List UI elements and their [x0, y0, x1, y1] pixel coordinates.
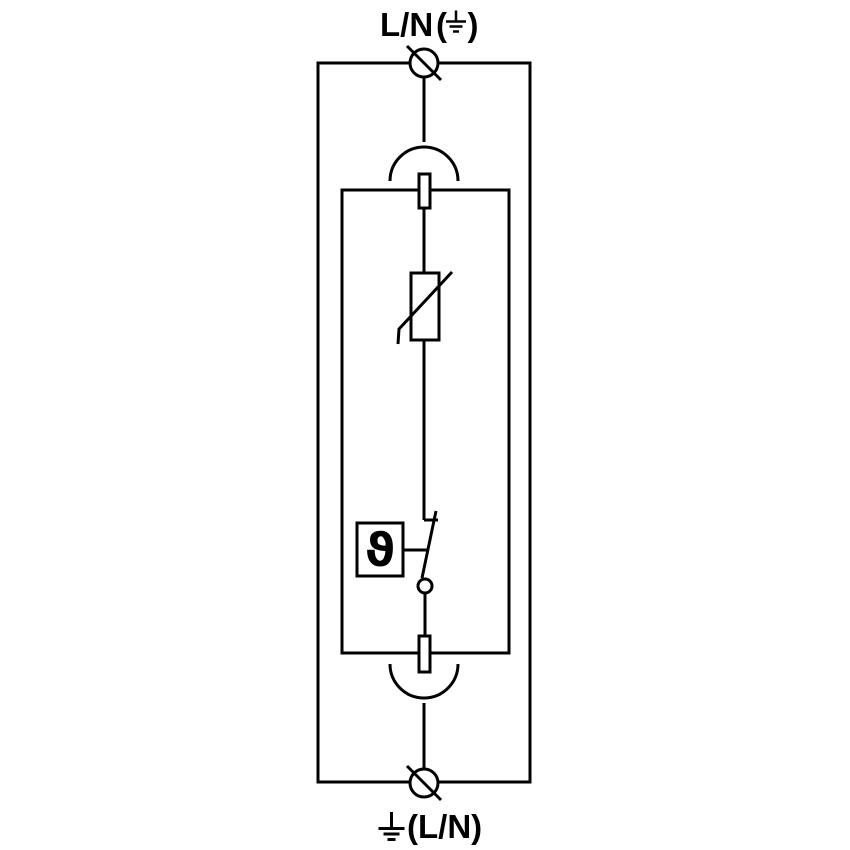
plug-contact-arc-bottom-icon: [388, 663, 460, 700]
top-label-text: L/N: [380, 6, 433, 43]
top-label: L/N ( ): [380, 6, 479, 43]
varistor-diagonal-stroke: [396, 270, 454, 345]
switch-blade: [420, 510, 438, 579]
blade-contact-top-icon: [417, 172, 432, 210]
switch-pivot: [416, 577, 434, 595]
plug-contact-arc-top-icon: [388, 145, 460, 182]
thermal-theta-glyph: ϑ: [365, 523, 395, 577]
top-label-close-paren: ): [468, 6, 479, 43]
varistor-symbol: [396, 270, 454, 345]
earth-ground-icon: [378, 812, 405, 841]
bottom-terminal-icon: [405, 764, 443, 802]
earth-ground-icon: [446, 10, 466, 33]
terminal-slash: [405, 44, 443, 82]
bottom-label-text: (L/N): [407, 808, 482, 845]
varistor-body: [409, 271, 441, 342]
terminal-slash: [405, 764, 443, 802]
top-terminal-icon: [405, 44, 443, 82]
blade-contact-bottom-icon: [417, 634, 432, 674]
bottom-label: (L/N): [378, 808, 482, 845]
top-label-open-paren: (: [436, 6, 447, 43]
